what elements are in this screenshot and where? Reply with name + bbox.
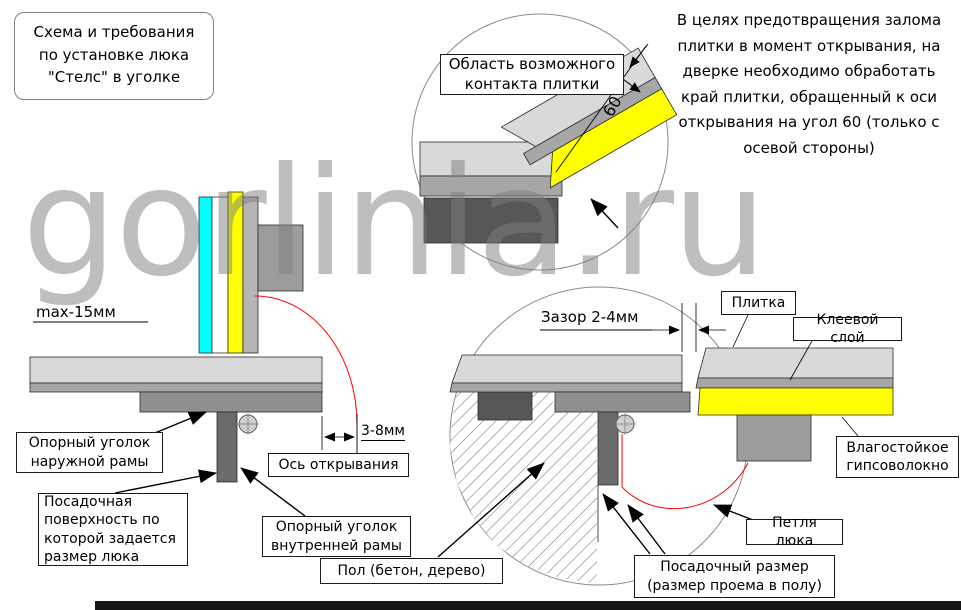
hinge-arrow (713, 504, 754, 521)
door-gypsum-strip (227, 191, 244, 354)
detail-frame-block (423, 197, 559, 244)
floor-arrow (437, 462, 545, 558)
gap-3-8-label: 3-8мм (361, 423, 405, 441)
seating-surface-label: Посадочная поверхность по которой задает… (38, 493, 188, 566)
door-tile-cyan (198, 196, 213, 354)
door-hinge-bracket (257, 224, 304, 292)
contact-area-arrow (590, 198, 619, 229)
detail-circle-view: 60° (411, 13, 678, 271)
outer-corner-label: Опорный уголок наружной рамы (16, 432, 163, 473)
glue-bar (29, 382, 323, 393)
frame-leg (216, 411, 238, 483)
tile-bar (29, 356, 323, 384)
gap-2-4-label: Зазор 2-4мм (541, 308, 639, 326)
label-leader-arrow (622, 78, 641, 93)
note-text: В целях предотвращения залома плитки в м… (676, 11, 942, 157)
gypsum-leader (841, 416, 859, 437)
outer-corner-arrow (149, 411, 207, 436)
tile-leader (732, 314, 749, 348)
door-gypsum-flat (697, 387, 894, 416)
bottom-bar (95, 601, 961, 610)
max-tile-label: max-15мм (36, 303, 116, 321)
right-section-view (437, 286, 894, 586)
seat-size-label: Посадочный размер (размер проема в полу) (634, 555, 835, 598)
glue-label: Клеевой слой (793, 312, 902, 346)
floor-embed-block (477, 391, 533, 421)
door-frame-profile (736, 414, 812, 462)
tile-label: Плитка (721, 291, 796, 315)
hinge-label: Петля люка (746, 515, 843, 549)
door-gap-strip (211, 196, 229, 354)
swing-arc (254, 295, 358, 425)
glue-leader (789, 340, 813, 381)
detail-door-gypsum (549, 88, 678, 189)
seat-size-arrow-1 (602, 493, 651, 555)
contact-area-label: Область возможного контакта плитки (440, 54, 624, 95)
door-glue-flat (695, 377, 894, 389)
fixed-frame-bar (554, 391, 691, 413)
bevel-small-arrow (629, 43, 649, 68)
left-section-view (29, 191, 358, 517)
fixed-glue-bar (449, 382, 683, 393)
detail-circle-outline (411, 13, 669, 271)
inner-corner-label: Опорный уголок внутренней рамы (262, 516, 411, 557)
inner-corner-arrow (240, 467, 306, 517)
seating-surface-arrow (114, 469, 217, 494)
fixed-frame-leg (597, 411, 619, 486)
axis-label: Ось открывания (268, 453, 409, 477)
detail-glue-bar (419, 175, 563, 197)
floor-hatch-area (450, 392, 597, 584)
title-box: Схема и требования по установке люка "Ст… (14, 12, 214, 100)
gypsum-label: Влагостойкое гипсоволокно (836, 436, 959, 478)
door-tile-flat (697, 347, 894, 379)
frame-angle-bar (139, 391, 323, 413)
door-frame-strip (242, 196, 259, 354)
fixed-tile-bar (451, 354, 683, 384)
floor-label: Пол (бетон, дерево) (320, 558, 503, 584)
hinge-swing-arc (621, 462, 749, 510)
seat-size-arrow-2 (627, 504, 666, 555)
